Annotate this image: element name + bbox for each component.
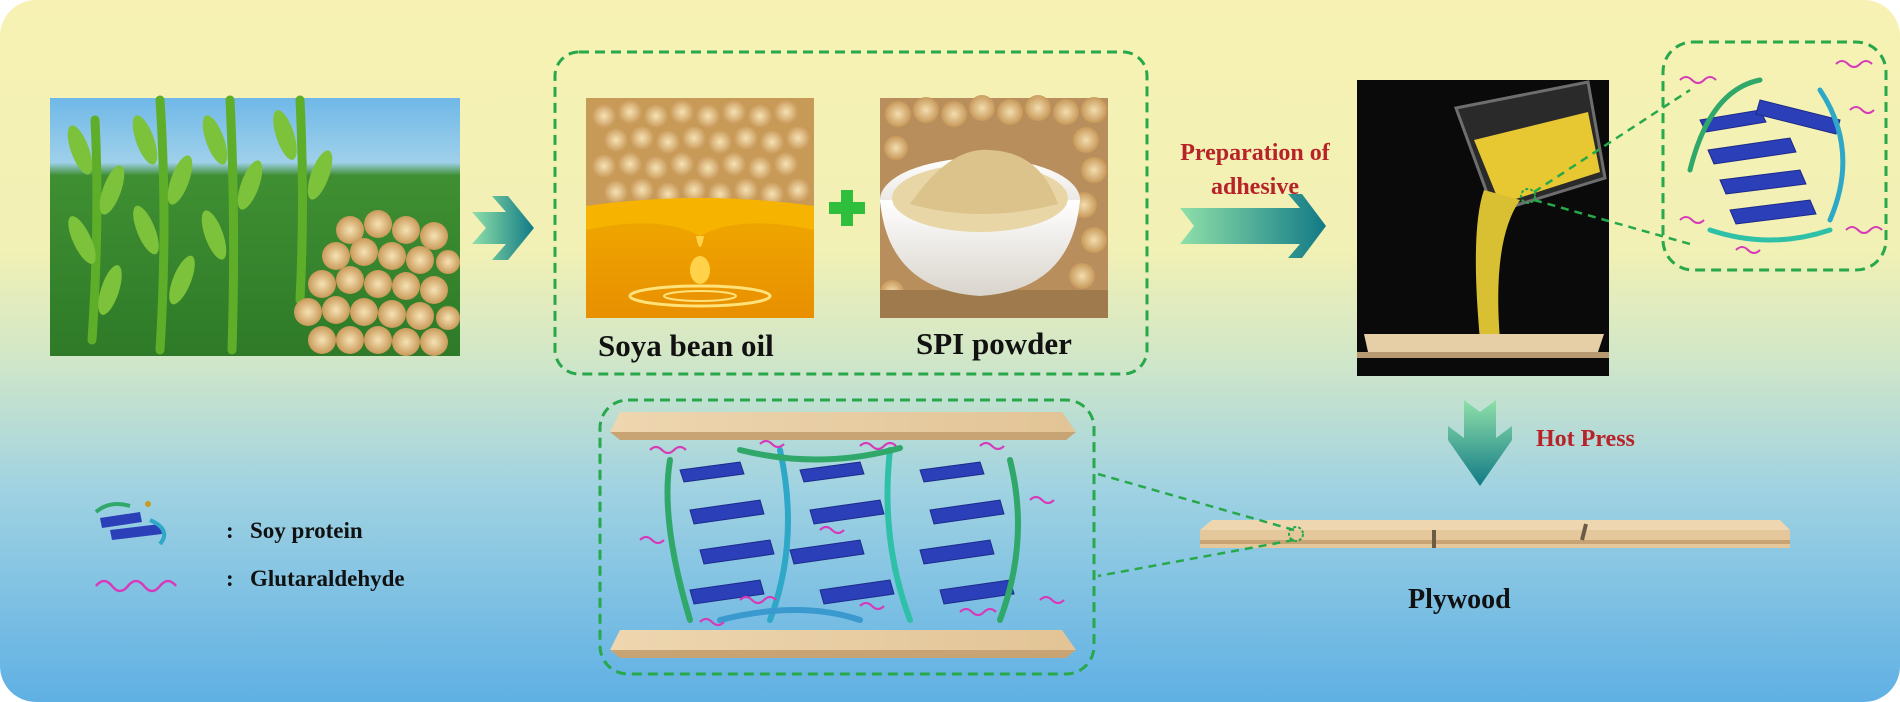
legend-soy-protein-icon (94, 501, 167, 546)
label-preparation-line2: adhesive (1210, 174, 1299, 200)
arrow-preparation (1180, 194, 1326, 258)
spi-powder-photo (880, 95, 1108, 318)
adhesive-pouring-photo (1357, 80, 1609, 376)
bonding-inset-box (598, 398, 1096, 676)
plywood-board (1200, 520, 1790, 548)
legend-glutaraldehyde-icon (95, 579, 177, 593)
arrow-hot-press (1448, 400, 1512, 486)
ingredients-dashed-box (553, 50, 1149, 376)
plus-icon (829, 190, 865, 226)
soybean-field-photo (50, 95, 460, 356)
legend-soy-protein-label: Soy protein (250, 518, 363, 543)
adhesive-zoom-point (1520, 188, 1536, 204)
arrow-field-to-ingredients (472, 196, 534, 260)
protein-inset-box (1661, 40, 1888, 272)
soya-bean-oil-photo (586, 98, 814, 318)
legend-soy-protein-separator: : (226, 518, 234, 543)
bonding-inset-structure (610, 412, 1076, 658)
legend-glutaraldehyde-label: Glutaraldehyde (250, 566, 405, 591)
label-soya-bean-oil: Soya bean oil (598, 328, 774, 363)
label-hot-press: Hot Press (1536, 426, 1635, 452)
legend-glutaraldehyde-separator: : (226, 566, 234, 591)
protein-inset-structure (1679, 60, 1883, 254)
label-plywood: Plywood (1408, 584, 1511, 615)
label-preparation-of-adhesive: Preparation of adhesive (1160, 136, 1350, 204)
label-spi-powder: SPI powder (916, 326, 1072, 361)
label-preparation-line1: Preparation of (1180, 140, 1330, 166)
plywood-zoom-point (1288, 526, 1304, 542)
